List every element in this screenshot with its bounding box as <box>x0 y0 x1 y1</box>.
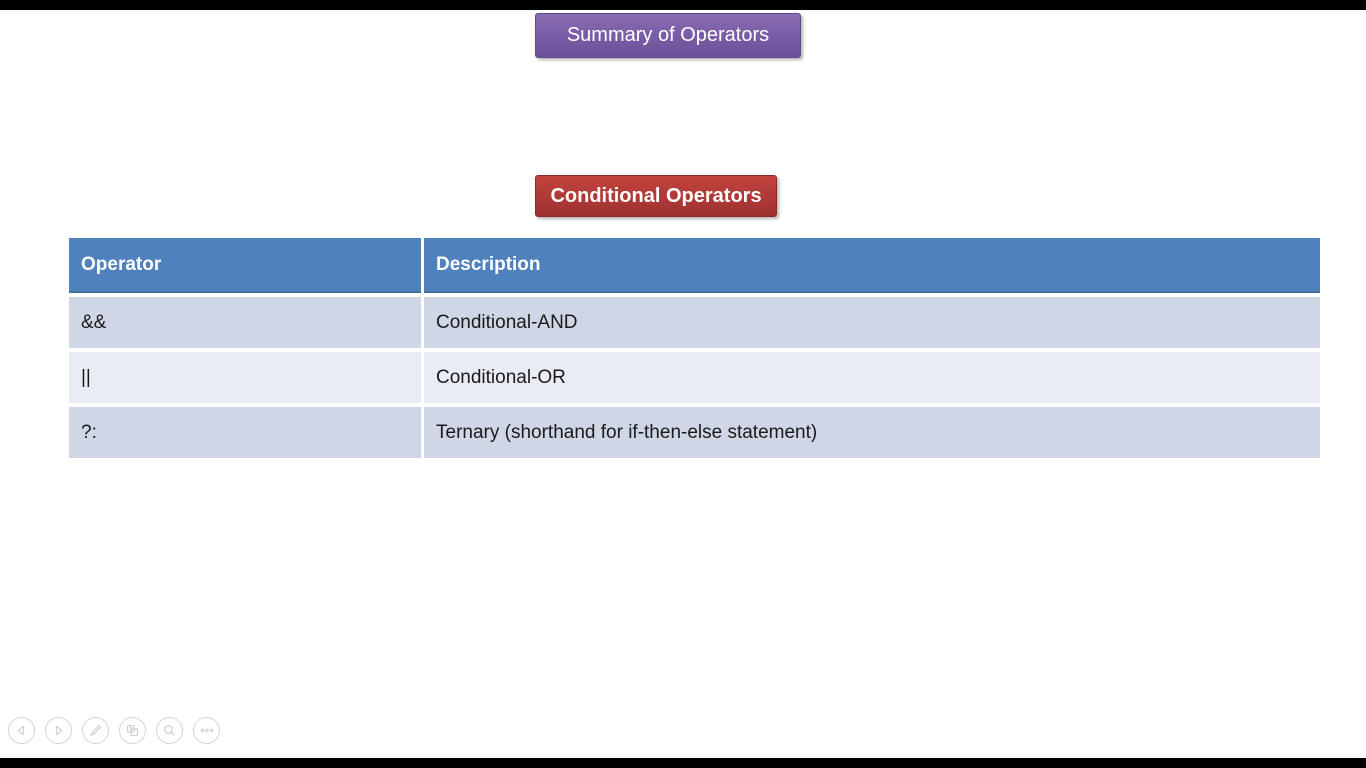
magnifier-icon <box>162 723 177 738</box>
table-cell-description: Conditional-OR <box>424 352 1320 403</box>
bottom-letterbox-bar <box>0 758 1366 768</box>
table-cell-description: Ternary (shorthand for if-then-else stat… <box>424 407 1320 458</box>
previous-slide-button[interactable] <box>8 717 35 744</box>
zoom-slide-button[interactable] <box>156 717 183 744</box>
section-label-box: Conditional Operators <box>535 175 777 217</box>
column-header-operator: Operator <box>69 238 421 293</box>
top-letterbox-bar <box>0 0 1366 10</box>
operators-table: Operator Description && Conditional-AND … <box>69 238 1320 458</box>
slides-grid-icon <box>125 723 140 738</box>
ellipsis-icon <box>199 723 215 738</box>
see-all-slides-button[interactable] <box>119 717 146 744</box>
right-arrow-icon <box>51 723 66 738</box>
table-cell-description: Conditional-AND <box>424 297 1320 348</box>
slide-title: Summary of Operators <box>566 24 770 46</box>
table-cell-operator: ?: <box>69 407 421 458</box>
presentation-slide: Summary of Operators Conditional Operato… <box>0 10 1366 758</box>
presenter-controls <box>8 717 220 744</box>
table-cell-operator: && <box>69 297 421 348</box>
slide-title-box: Summary of Operators <box>535 13 801 58</box>
table-cell-operator: || <box>69 352 421 403</box>
pen-tool-button[interactable] <box>82 717 109 744</box>
more-options-button[interactable] <box>193 717 220 744</box>
pen-icon <box>88 723 103 738</box>
left-arrow-icon <box>14 723 29 738</box>
column-header-description: Description <box>424 238 1320 293</box>
next-slide-button[interactable] <box>45 717 72 744</box>
section-label: Conditional Operators <box>550 184 762 207</box>
